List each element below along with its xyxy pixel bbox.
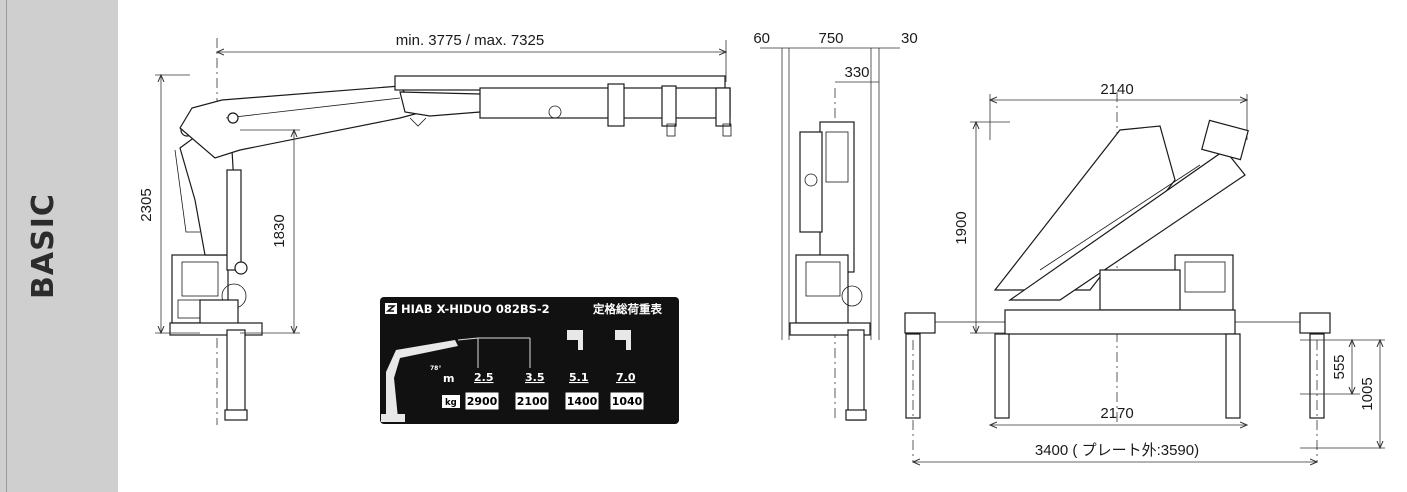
leg-stroke-label: 555 (1331, 354, 1348, 379)
angle-label: 78° (430, 365, 441, 372)
reach-label: min. 3775 / max. 7325 (396, 32, 544, 49)
rear-width-top-label: 2140 (1100, 81, 1133, 98)
reach-value: 2.5 (474, 371, 494, 384)
load-chart-panel: HIAB X-HIDUO 082BS-2 定格総荷重表 78° m 2.5 3.… (380, 297, 679, 424)
height-total-label: 2305 (138, 188, 155, 221)
outrigger-leg (1225, 333, 1241, 419)
front-view-crane: 60 750 30 330 (753, 30, 918, 421)
side-offset-label: 330 (844, 64, 869, 81)
rear-span-label: 3400 ( プレート外:3590) (1035, 442, 1199, 459)
reach-value: 5.1 (569, 371, 589, 384)
rear-height-label: 1900 (953, 211, 970, 244)
mini-crane-silhouette (386, 340, 458, 418)
hook-icon (615, 330, 631, 340)
rear-view-crane: 2140 1900 2170 3400 ( プレート外:3590) (904, 81, 1385, 462)
unit-length-label: m (443, 372, 454, 385)
load-value: 2900 (467, 395, 498, 408)
height-pivot-label: 1830 (271, 214, 288, 247)
side-view-crane: min. 3775 / max. 7325 2305 1830 (138, 32, 732, 425)
rear-frame (1004, 309, 1236, 335)
unit-weight-label: kg (445, 398, 457, 408)
load-value: 2100 (517, 395, 548, 408)
load-chart-model: HIAB X-HIDUO 082BS-2 (401, 302, 550, 316)
sidebar-divider (6, 0, 7, 492)
outrigger-leg (226, 329, 246, 419)
right-plate (1299, 312, 1331, 334)
load-value: 1400 (567, 395, 598, 408)
side-left-gap-label: 60 (753, 30, 770, 47)
reach-value: 7.0 (616, 371, 636, 384)
left-plate (904, 312, 936, 334)
outrigger-leg (994, 333, 1010, 419)
load-chart-caption: 定格総荷重表 (593, 302, 662, 316)
rear-outrigger-width-label: 2170 (1100, 405, 1133, 422)
outrigger-leg (847, 329, 865, 421)
rear-boom-2 (1008, 149, 1246, 301)
hook-icon (567, 330, 583, 340)
reach-value: 3.5 (525, 371, 545, 384)
side-right-gap-label: 30 (901, 30, 918, 47)
side-width-label: 750 (818, 30, 843, 47)
load-value: 1040 (612, 395, 643, 408)
leg-total-label: 1005 (1359, 377, 1376, 410)
sidebar: BASIC (0, 0, 118, 492)
main-boom (179, 85, 432, 159)
folded-boom (819, 121, 855, 273)
